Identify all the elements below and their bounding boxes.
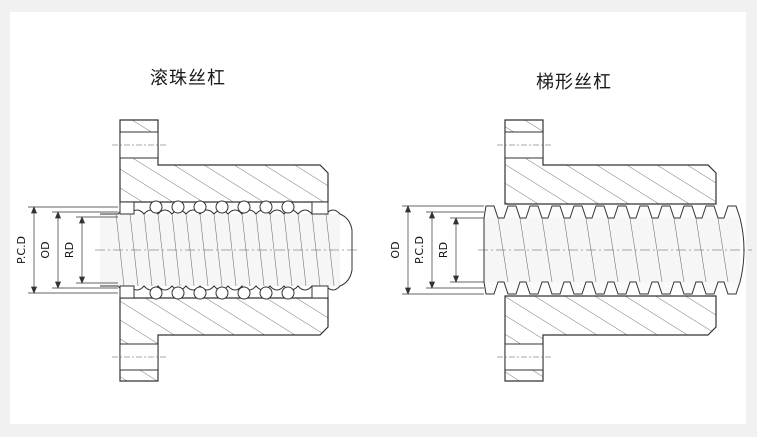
trap-od-label: OD: [389, 241, 402, 258]
trapezoidal-screw-shaft: [478, 205, 752, 295]
ball-screw-assembly: P.C.D OD RD: [15, 119, 360, 382]
ball-pcd-label: P.C.D: [15, 236, 28, 264]
trapezoidal-screw-nut: [497, 119, 717, 382]
ball-rd-label: RD: [63, 242, 76, 258]
trapezoidal-screw-dimensions: [402, 205, 484, 295]
trap-rd-label: RD: [437, 242, 450, 258]
trapezoidal-screw-title: 梯形丝杠: [536, 72, 612, 93]
ball-od-label: OD: [39, 241, 52, 258]
trap-pcd-label: P.C.D: [413, 236, 426, 264]
ball-screw-balls: [149, 200, 295, 300]
ball-screw-shaft: [95, 209, 360, 291]
ball-screw-dimensions: [28, 206, 118, 294]
trapezoidal-screw-assembly: OD P.C.D RD: [389, 119, 752, 382]
ball-screw-title: 滚珠丝杠: [150, 68, 226, 89]
ball-screw-nut: [112, 119, 329, 382]
